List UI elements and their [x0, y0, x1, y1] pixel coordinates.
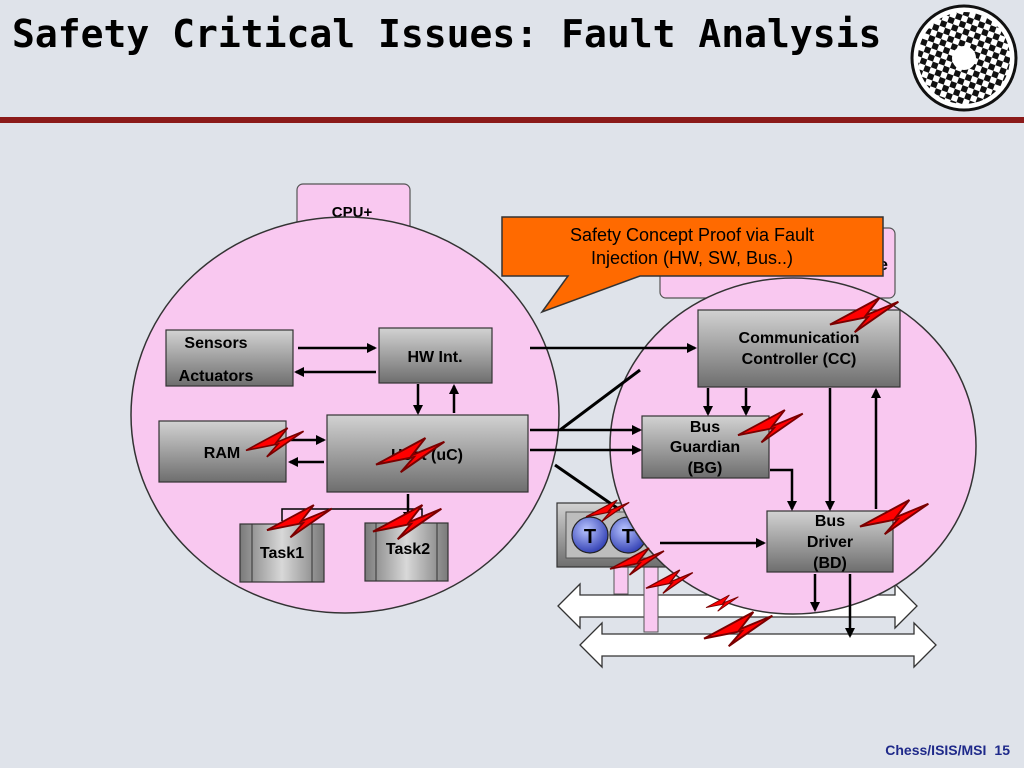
bd-label-3: (BD) [813, 555, 847, 572]
page-number: 15 [994, 742, 1010, 758]
timer-dial-1 [571, 516, 609, 554]
callout [501, 216, 884, 314]
timer-label-1: T [584, 526, 596, 548]
bg-label-2: Guardian [670, 439, 740, 456]
slide-footer: Chess/ISIS/MSI 15 [885, 742, 1010, 758]
task1-box [239, 523, 325, 583]
institution-logo [910, 4, 1018, 112]
callout-line-1: Safety Concept Proof via Fault [570, 225, 814, 245]
bd-label-1: Bus [815, 513, 845, 530]
sensors-label: Sensors [184, 335, 247, 352]
cc-label-1: Communication [739, 330, 860, 347]
bg-box [641, 415, 770, 479]
callout-line-2: Injection (HW, SW, Bus..) [591, 248, 793, 268]
timer-label-2: T [622, 526, 634, 548]
bus-channel-b [579, 621, 937, 669]
sensors-actuators-box [165, 329, 294, 387]
hw-int-box [378, 327, 493, 384]
task2-label: Task2 [386, 541, 430, 558]
hw-int-label: HW Int. [407, 349, 462, 366]
bg-label-3: (BG) [688, 460, 723, 477]
bd-label-2: Driver [807, 534, 853, 551]
actuators-label: Actuators [179, 368, 254, 385]
connectors [281, 343, 881, 638]
ram-box [158, 420, 287, 483]
bus-stub-2 [643, 559, 659, 633]
footer-org: Chess/ISIS/MSI [885, 742, 987, 758]
title-rule [0, 117, 1024, 123]
ram-label: RAM [204, 445, 240, 462]
bg-label-1: Bus [690, 419, 720, 436]
slide-title: Safety Critical Issues: Fault Analysis [12, 12, 882, 56]
task1-label: Task1 [260, 545, 304, 562]
cc-label-2: Controller (CC) [742, 351, 857, 368]
